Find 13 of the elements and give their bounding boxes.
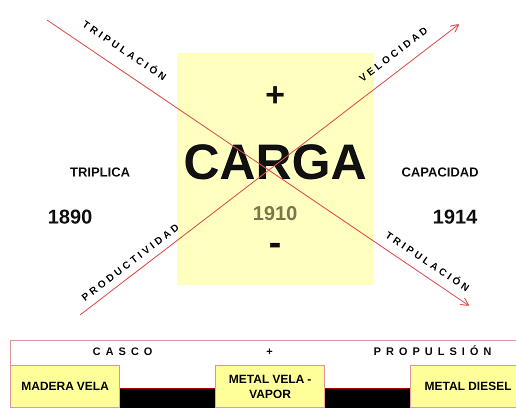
table-header: + (266, 346, 278, 358)
plus-sign: + (265, 76, 285, 114)
table-cell: METAL DIESEL (410, 365, 516, 408)
table-cell: METAL VELA - VAPOR (215, 365, 325, 408)
year-label: 1914 (432, 206, 478, 230)
table-cell: MADERA VELA (10, 365, 120, 408)
minus-sign: - (268, 222, 282, 264)
year-label: 1910 (252, 203, 298, 225)
table-header: CASCO (92, 346, 158, 358)
table-header: PROPULSIÓN (374, 346, 496, 358)
side-label: CAPACIDAD (401, 164, 479, 180)
side-label: TRIPLICA (70, 164, 130, 180)
year-label: 1890 (48, 206, 92, 228)
